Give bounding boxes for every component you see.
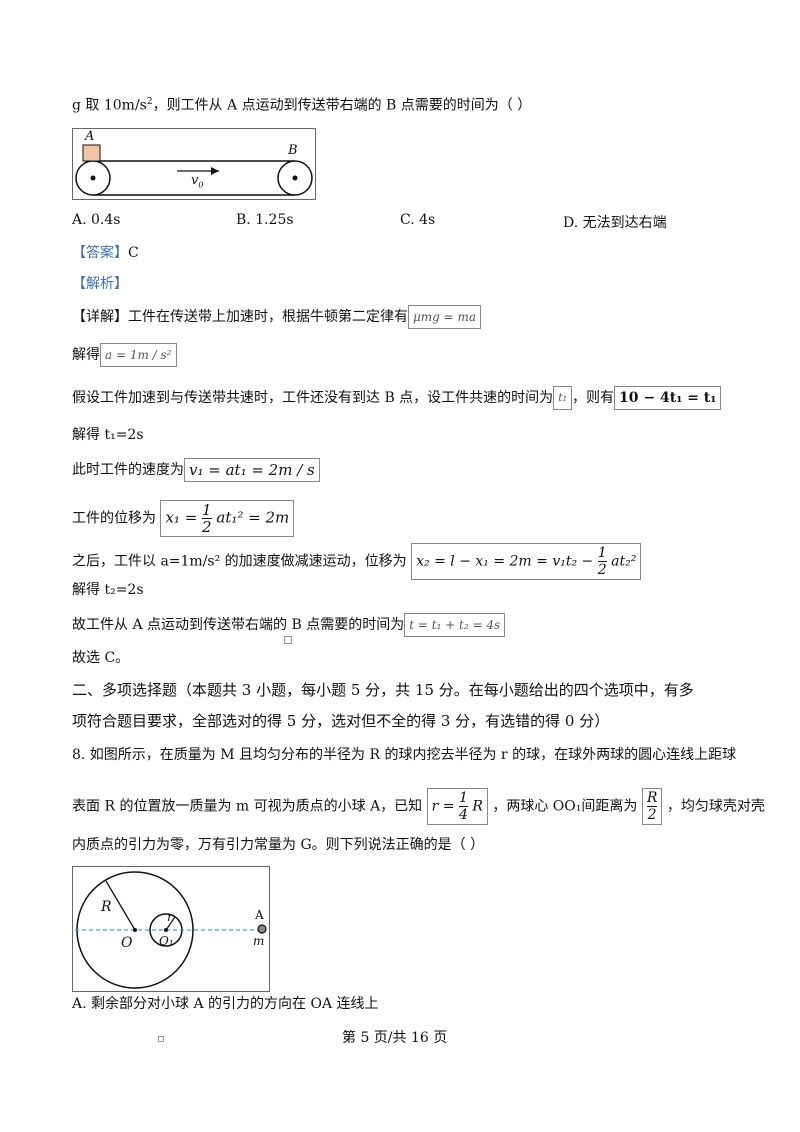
- formula-equation: 10 − 4t₁ = t₁: [614, 386, 722, 410]
- section2-line-2: 项符合题目要求，全部选对的得 5 分，选对但不全的得 3 分，有选错的得 0 分…: [72, 712, 610, 730]
- conveyor-diagram: [75, 144, 313, 196]
- q7-option-c: C. 4s: [400, 212, 436, 228]
- formula-v1: v₁ = at₁ = 2m / s: [184, 458, 320, 482]
- answer-line: 【答案】C: [72, 245, 139, 261]
- detail-line-10: 故选 C。: [72, 650, 130, 666]
- label-a: A: [85, 129, 95, 144]
- q8-line-1: 8. 如图所示，在质量为 M 且均匀分布的半径为 R 的球内挖去半径为 r 的球…: [72, 747, 737, 763]
- sphere-figure: R r O O₁ A m: [72, 866, 270, 992]
- q7-option-a: A. 0.4s: [72, 212, 121, 228]
- sphere-diagram: [75, 871, 267, 989]
- label-R: R: [101, 899, 112, 915]
- detail-line-7: 之后，工件以 a=1m/s² 的加速度做减速运动，位移为 x₂ = l − x₁…: [72, 543, 642, 580]
- ball-a: [257, 924, 267, 934]
- label-b: B: [288, 143, 298, 158]
- analysis-tag: 【解析】: [72, 276, 128, 292]
- workpiece-block: [82, 144, 101, 162]
- section2-line-1: 二、多项选择题（本题共 3 小题，每小题 5 分，共 15 分。在每小题给出的四…: [72, 681, 694, 699]
- label-O1: O₁: [159, 934, 174, 948]
- label-A: A: [255, 908, 264, 922]
- footer-mark: [158, 1036, 164, 1042]
- label-r: r: [167, 910, 173, 924]
- q8-option-a: A. 剩余部分对小球 A 的引力的方向在 OA 连线上: [72, 996, 379, 1012]
- q7-option-b: B. 1.25s: [236, 212, 294, 228]
- label-m: m: [253, 934, 265, 948]
- q7-option-d: D. 无法到达右端: [563, 215, 667, 231]
- detail-line-8: 解得 t₂=2s: [72, 582, 144, 598]
- formula-t1: t₁: [553, 386, 573, 410]
- formula-acc: a = 1m / s²: [100, 343, 177, 367]
- q8-line-3: 内质点的引力为零，万有引力常量为 G。则下列说法正确的是（ ）: [72, 837, 485, 853]
- placeholder-mark: [284, 636, 292, 644]
- formula-total-time: t = t₁ + t₂ = 4s: [404, 613, 506, 637]
- label-O: O: [121, 935, 133, 951]
- q7-stem: g 取 10m/s2，则工件从 A 点运动到传送带右端的 B 点需要的时间为（ …: [72, 97, 532, 114]
- page-footer: 第 5 页/共 16 页: [342, 1030, 448, 1046]
- label-v0: v0: [191, 173, 204, 190]
- formula-newton: μmg = ma: [408, 305, 482, 329]
- detail-line-4: 解得 t₁=2s: [72, 427, 144, 443]
- conveyor-figure: A B v0: [72, 128, 316, 200]
